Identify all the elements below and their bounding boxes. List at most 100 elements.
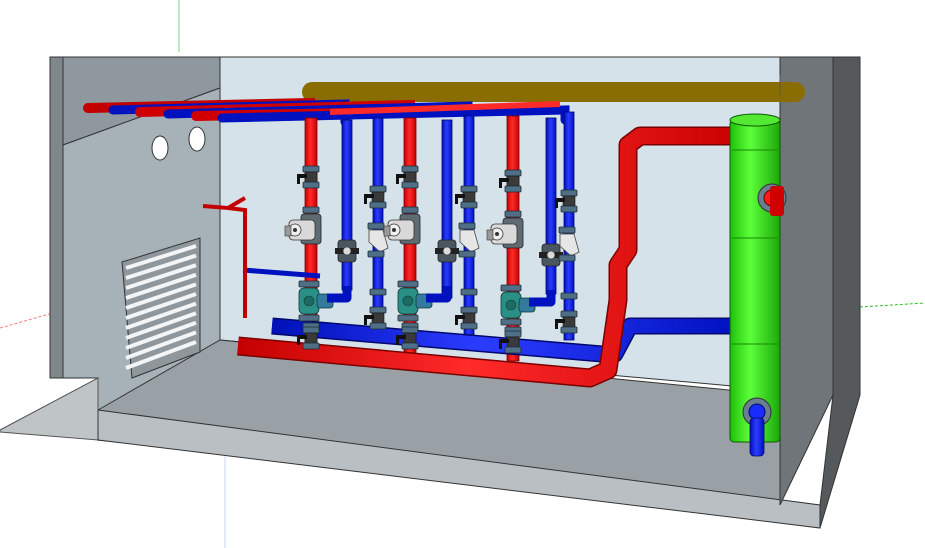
- circulation-pump-icon: [383, 213, 421, 245]
- bypass-pipe: [426, 286, 452, 303]
- pipe-flange: [560, 205, 578, 213]
- grille-slat: [125, 311, 197, 340]
- pipe-flange: [460, 201, 478, 209]
- ball-valve-icon: [364, 306, 387, 330]
- pipe-flange: [298, 280, 320, 288]
- ball-valve-icon: [455, 185, 478, 209]
- pipe-flange: [369, 201, 387, 209]
- bypass-pipe: [529, 290, 556, 307]
- pipe-flange: [560, 326, 578, 334]
- pipe-flange: [458, 222, 476, 230]
- check-valve-icon: [435, 239, 459, 263]
- strainer-icon: [458, 222, 480, 258]
- outside-ledge: [0, 377, 99, 441]
- pipe-flange: [302, 165, 320, 173]
- pump-groups: [284, 165, 580, 354]
- ball-valve-icon: [396, 165, 419, 189]
- pipe-flange: [504, 346, 522, 354]
- strainer-icon: [367, 222, 389, 258]
- ball-valve-icon: [499, 330, 522, 354]
- pipe-flange: [558, 226, 576, 234]
- pipe-flange: [558, 254, 576, 262]
- pipe-flange: [367, 222, 385, 230]
- pipe-flange: [302, 326, 320, 334]
- pipe-flange: [367, 250, 385, 258]
- axis-green-right: [809, 302, 925, 311]
- grille-slat: [125, 340, 197, 370]
- grille-slat: [125, 263, 197, 290]
- pump-group-2: [383, 165, 480, 350]
- pipe-flange: [401, 165, 419, 173]
- pipe-flange: [401, 326, 419, 334]
- grille-slat: [125, 282, 197, 310]
- pipe-flange: [401, 342, 419, 350]
- pipe-flange: [369, 288, 387, 296]
- pipe-flange: [302, 342, 320, 350]
- grille-slat: [125, 320, 197, 350]
- pipe-flange: [460, 185, 478, 193]
- pipe-flange: [560, 292, 578, 300]
- pump-group-1: [284, 165, 389, 350]
- right-wall-outer: [819, 56, 861, 529]
- pipe-flange: [302, 181, 320, 189]
- cold-riser-3: [441, 119, 453, 299]
- ball-valve-icon: [396, 326, 419, 350]
- grille-slat: [125, 272, 197, 300]
- pipe-flange: [397, 314, 419, 322]
- grille-slat: [125, 253, 197, 280]
- wall-opening-1: [151, 135, 169, 161]
- grille-slat: [125, 301, 197, 330]
- cold-riser-6: [563, 111, 575, 341]
- strainer-icon: [558, 226, 580, 262]
- wall-opening-2: [188, 126, 206, 152]
- pipe-flange: [460, 322, 478, 330]
- pipe-flange: [500, 284, 522, 292]
- circulation-pump-icon: [284, 213, 322, 245]
- pipe-flange: [401, 181, 419, 189]
- cold-riser-5: [545, 117, 557, 295]
- pipe-flange: [369, 306, 387, 314]
- ball-valve-icon: [297, 326, 320, 350]
- ball-valve-icon: [555, 189, 578, 213]
- pipe-flange: [458, 250, 476, 258]
- ball-valve-icon: [297, 165, 320, 189]
- hydraulic-separator-icon: [729, 113, 787, 457]
- pipe-flange: [460, 288, 478, 296]
- pipe-flange: [460, 306, 478, 314]
- pipe-flange: [401, 206, 419, 214]
- bypass-pipe: [327, 286, 352, 303]
- pipe-flange: [504, 330, 522, 338]
- pipe-flange: [369, 322, 387, 330]
- check-valve-icon: [335, 239, 359, 263]
- pipe-flange: [397, 280, 419, 288]
- ball-valve-icon: [455, 306, 478, 330]
- ball-valve-icon: [555, 310, 578, 334]
- grille-slat: [125, 244, 197, 270]
- ventilation-grille-icon: [121, 237, 201, 379]
- cold-riser-1: [341, 119, 353, 291]
- pipe-flange: [298, 314, 320, 322]
- gas-pipe: [302, 75, 805, 102]
- pipe-flange: [504, 169, 522, 177]
- pipe-flange: [500, 318, 522, 326]
- pipe-flange: [560, 310, 578, 318]
- pipe-flange: [560, 189, 578, 197]
- grille-slat: [125, 292, 197, 320]
- check-valve-icon: [539, 243, 563, 267]
- mixing-valve-icon: [397, 280, 433, 322]
- ball-valve-icon: [364, 185, 387, 209]
- pipe-flange: [369, 185, 387, 193]
- pipe-flange: [504, 210, 522, 218]
- pipe-flange: [504, 185, 522, 193]
- pipe-flange: [302, 206, 320, 214]
- lower-headers: [202, 126, 750, 388]
- right-wall: [779, 56, 834, 506]
- grille-slat: [125, 330, 197, 360]
- ball-valve-icon: [499, 169, 522, 193]
- circulation-pump-icon: [486, 217, 524, 249]
- grille-slats: [125, 244, 197, 370]
- left-wall-end: [49, 56, 64, 379]
- mixing-valve-icon: [298, 280, 334, 322]
- pump-group-3: [486, 169, 580, 354]
